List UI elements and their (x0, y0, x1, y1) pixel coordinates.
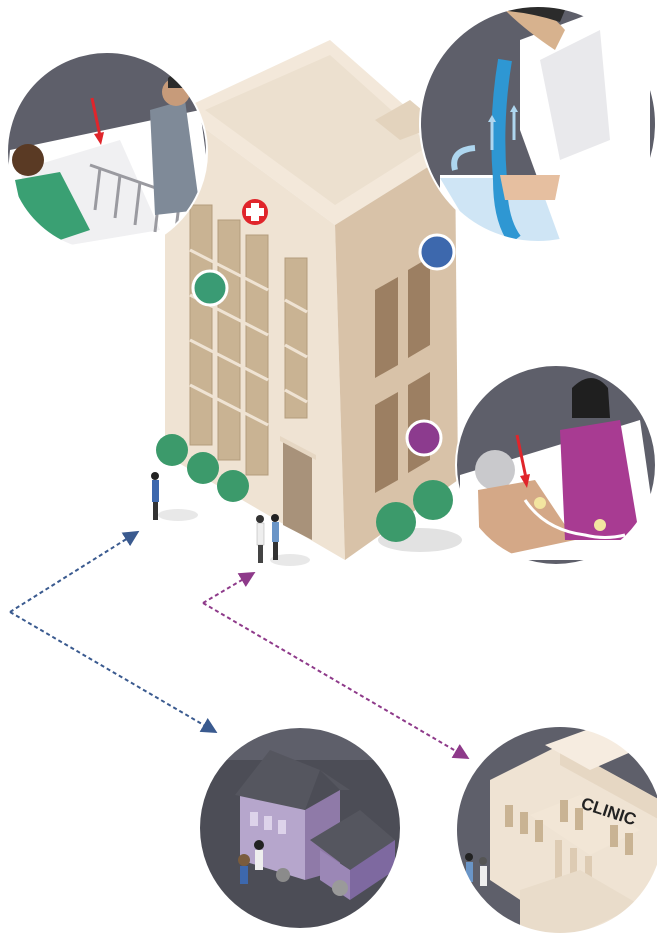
trees (156, 434, 453, 542)
people-near-hospital (151, 472, 279, 563)
marker-purple (405, 419, 443, 457)
scene-hand-washing (420, 6, 656, 242)
red-arrow-icon-catheter (515, 434, 530, 488)
marker-blue (418, 233, 456, 271)
red-arrow-icon (90, 97, 104, 145)
red-cross-icon (242, 199, 268, 225)
scene-nurse-with-patient (456, 365, 656, 565)
path-blue (9, 530, 218, 734)
scene-patient-in-bed (7, 52, 207, 252)
scene-clinic (456, 726, 657, 933)
marker-green (191, 269, 229, 307)
path-purple (202, 571, 470, 760)
scene-home (199, 727, 401, 929)
hospital-building (165, 40, 458, 560)
